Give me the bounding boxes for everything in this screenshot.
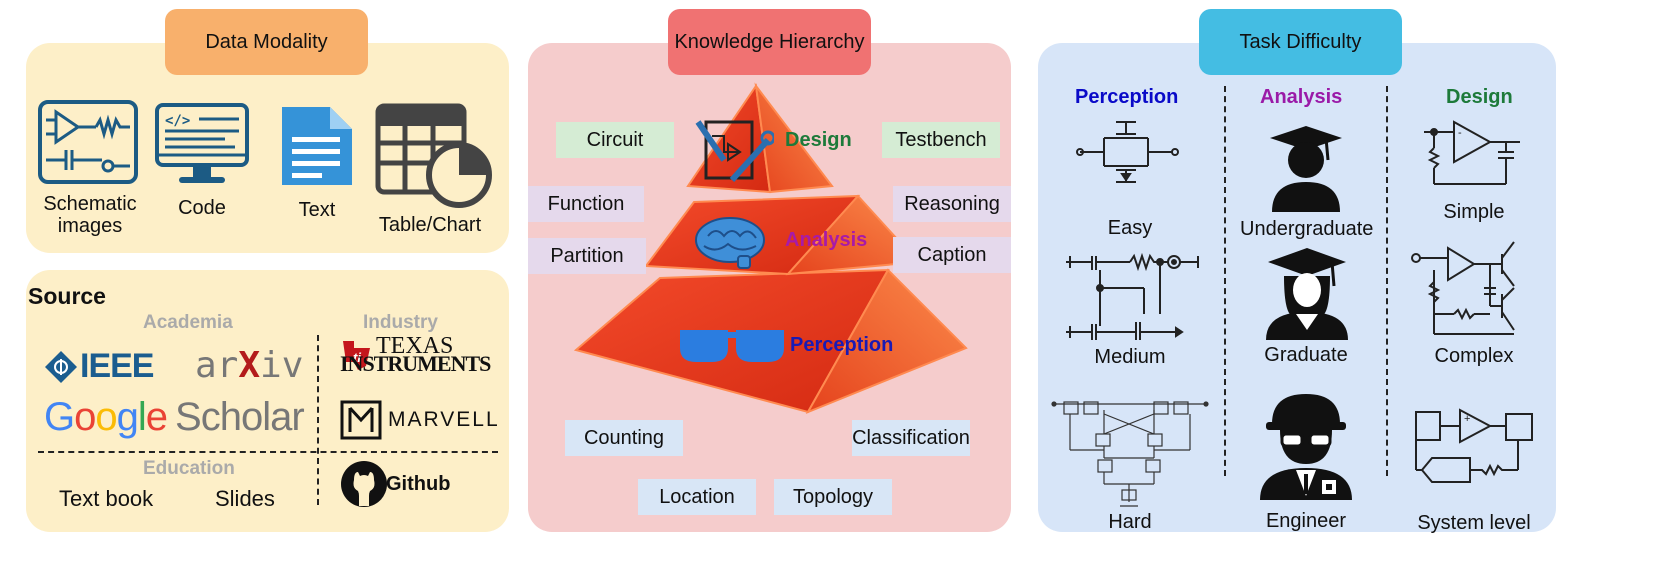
textbook-label: Text book	[59, 486, 154, 511]
ti-state-icon: ti	[343, 341, 370, 370]
hard-label: Hard	[1108, 511, 1152, 533]
texas-instruments-logo: ti Texas Instruments	[340, 333, 491, 376]
caption-tag: Caption	[893, 237, 1011, 273]
ieee-diamond-icon	[45, 350, 77, 383]
academia-label: Academia	[143, 312, 233, 333]
google-o1: o	[74, 395, 96, 439]
system-level-label: System level	[1417, 512, 1531, 534]
industry-label: Industry	[363, 312, 438, 333]
system-level-circuit-icon: +	[1412, 406, 1536, 491]
ieee-logo: IEEE	[44, 347, 154, 386]
marvell-logo: MARVELL	[340, 400, 500, 440]
google-g2: g	[116, 395, 139, 439]
data-modality-header: Data Modality	[165, 9, 368, 75]
complex-circuit-icon	[1410, 238, 1522, 345]
ti-text-1: Texas	[376, 333, 454, 359]
simple-label: Simple	[1443, 201, 1505, 223]
source-vertical-divider	[317, 335, 319, 505]
arxiv-x: X	[238, 345, 261, 386]
easy-label: Easy	[1107, 217, 1153, 239]
text-document-icon	[278, 103, 356, 189]
svg-text:</>: </>	[165, 113, 190, 129]
design-level-label: Design	[785, 129, 852, 151]
counting-tag: Counting	[565, 420, 683, 456]
undergraduate-label: Undergraduate	[1240, 218, 1374, 240]
location-tag: Location	[638, 479, 756, 515]
analysis-column-heading: Analysis	[1260, 86, 1343, 108]
perception-column-heading: Perception	[1075, 86, 1179, 108]
table-chart-label: Table/Chart	[378, 214, 482, 236]
table-chart-icon	[375, 103, 495, 209]
task-divider-2	[1386, 86, 1388, 476]
brain-icon	[694, 214, 768, 275]
github-text: Github	[386, 472, 451, 495]
schematic-images-label: Schematic images	[43, 193, 137, 237]
data-modality-panel	[26, 43, 509, 253]
reasoning-tag: Reasoning	[893, 186, 1011, 222]
topology-tag: Topology	[774, 479, 892, 515]
slides-label: Slides	[215, 486, 275, 511]
task-divider-1	[1224, 86, 1226, 476]
perception-level-label: Perception	[790, 334, 894, 356]
partition-tag: Partition	[528, 238, 646, 274]
google-o2: o	[95, 395, 117, 439]
knowledge-hierarchy-header: Knowledge Hierarchy	[668, 9, 871, 75]
education-label: Education	[143, 458, 235, 479]
ieee-text: IEEE	[80, 347, 154, 385]
complex-label: Complex	[1434, 345, 1514, 367]
medium-label: Medium	[1094, 346, 1166, 368]
code-monitor-icon: </>	[155, 103, 249, 187]
svg-text:ti: ti	[353, 350, 361, 365]
easy-circuit-icon	[1076, 118, 1186, 191]
marvell-mark-icon	[340, 400, 382, 440]
google-e: e	[145, 395, 168, 439]
arxiv-prefix: ar	[195, 345, 239, 386]
task-difficulty-header: Task Difficulty	[1199, 9, 1402, 75]
engineer-avatar-icon	[1258, 390, 1354, 507]
ti-text-2: Instruments	[340, 351, 491, 376]
google-g1: G	[44, 395, 75, 439]
testbench-tag: Testbench	[882, 122, 1000, 158]
design-tools-icon	[694, 116, 776, 191]
google-l: l	[137, 395, 147, 439]
classification-tag: Classification	[852, 420, 970, 456]
github-logo: Github	[340, 460, 450, 508]
arxiv-suffix: iv	[260, 345, 304, 386]
circuit-tag: Circuit	[556, 122, 674, 158]
source-title: Source	[28, 283, 106, 309]
text-label: Text	[298, 199, 336, 221]
design-column-heading: Design	[1446, 86, 1513, 108]
schematic-icon	[38, 100, 138, 184]
svg-text:+: +	[1464, 413, 1470, 425]
scholar-text: Scholar	[175, 395, 305, 439]
function-tag: Function	[528, 186, 644, 222]
source-panel	[26, 270, 509, 532]
engineer-label: Engineer	[1265, 510, 1347, 532]
simple-circuit-icon: -	[1420, 118, 1524, 195]
glasses-icon	[678, 326, 786, 371]
medium-circuit-icon	[1064, 252, 1200, 349]
undergraduate-avatar-icon	[1266, 124, 1346, 219]
marvell-text: MARVELL	[388, 408, 500, 431]
source-horizontal-divider	[38, 451, 498, 453]
graduate-avatar-icon	[1262, 246, 1352, 347]
hard-circuit-icon	[1050, 390, 1210, 513]
code-label: Code	[178, 197, 226, 219]
svg-text:-: -	[1458, 127, 1462, 139]
analysis-level-label: Analysis	[785, 229, 868, 251]
github-octocat-icon	[341, 461, 387, 507]
graduate-label: Graduate	[1264, 344, 1348, 366]
